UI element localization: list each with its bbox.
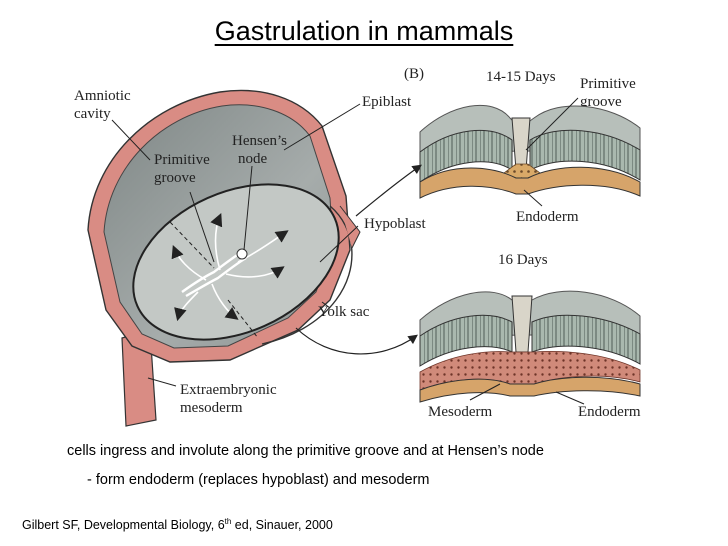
top-primitive-groove-2: groove <box>580 94 622 110</box>
caption-line-1: cells ingress and involute along the pri… <box>67 443 544 459</box>
caption-line-2: - form endoderm (replaces hypoblast) and… <box>87 472 430 488</box>
citation-superscript: th <box>224 517 232 526</box>
label-primitive-groove-2: groove <box>154 170 196 186</box>
arrow-to-bottom-section <box>295 327 418 355</box>
label-epiblast: Epiblast <box>362 94 412 110</box>
citation-suffix: ed, Sinauer, 2000 <box>231 518 333 533</box>
top-primitive-groove-1: Primitive <box>580 76 636 92</box>
label-yolk-sac: Yolk sac <box>318 304 370 320</box>
embryo-drawing <box>87 89 361 427</box>
label-extraembryonic-2: mesoderm <box>180 400 243 416</box>
label-hypoblast: Hypoblast <box>364 216 426 232</box>
bottom-stage-label: 16 Days <box>498 252 548 268</box>
top-endoderm-label: Endoderm <box>516 209 579 225</box>
label-amniotic-cavity-1: Amniotic <box>74 88 131 104</box>
label-amniotic-cavity-2: cavity <box>74 106 111 122</box>
citation: Gilbert SF, Developmental Biology, 6th e… <box>22 517 333 532</box>
arrow-to-top-section <box>355 164 422 217</box>
page-title: Gastrulation in mammals <box>214 16 514 46</box>
cell-movement-arrows <box>171 213 289 322</box>
hensens-node <box>236 248 248 260</box>
endoderm-layer-bottom <box>419 376 641 403</box>
top-leader-lines <box>523 97 579 207</box>
section-16-days <box>419 290 641 403</box>
panel-label: (B) <box>404 66 424 82</box>
bottom-endoderm-label: Endoderm <box>578 404 641 420</box>
citation-prefix: Gilbert SF, Developmental Biology, 6 <box>22 518 225 533</box>
section-14-15-days <box>419 104 641 199</box>
primitive-streak <box>181 250 247 298</box>
bottom-mesoderm-label: Mesoderm <box>428 404 492 420</box>
left-leader-lines <box>111 103 361 387</box>
embryonic-disc <box>132 183 340 341</box>
label-primitive-groove-1: Primitive <box>154 152 210 168</box>
endoderm-layer-top <box>419 166 641 199</box>
label-extraembryonic-1: Extraembryonic <box>180 382 277 398</box>
label-hensens-node-1: Hensen’s <box>232 133 287 149</box>
top-stage-label: 14-15 Days <box>486 69 556 85</box>
label-hensens-node-2: node <box>238 151 268 167</box>
bottom-leader-lines <box>469 383 585 405</box>
dashed-disc-lines <box>169 221 259 339</box>
